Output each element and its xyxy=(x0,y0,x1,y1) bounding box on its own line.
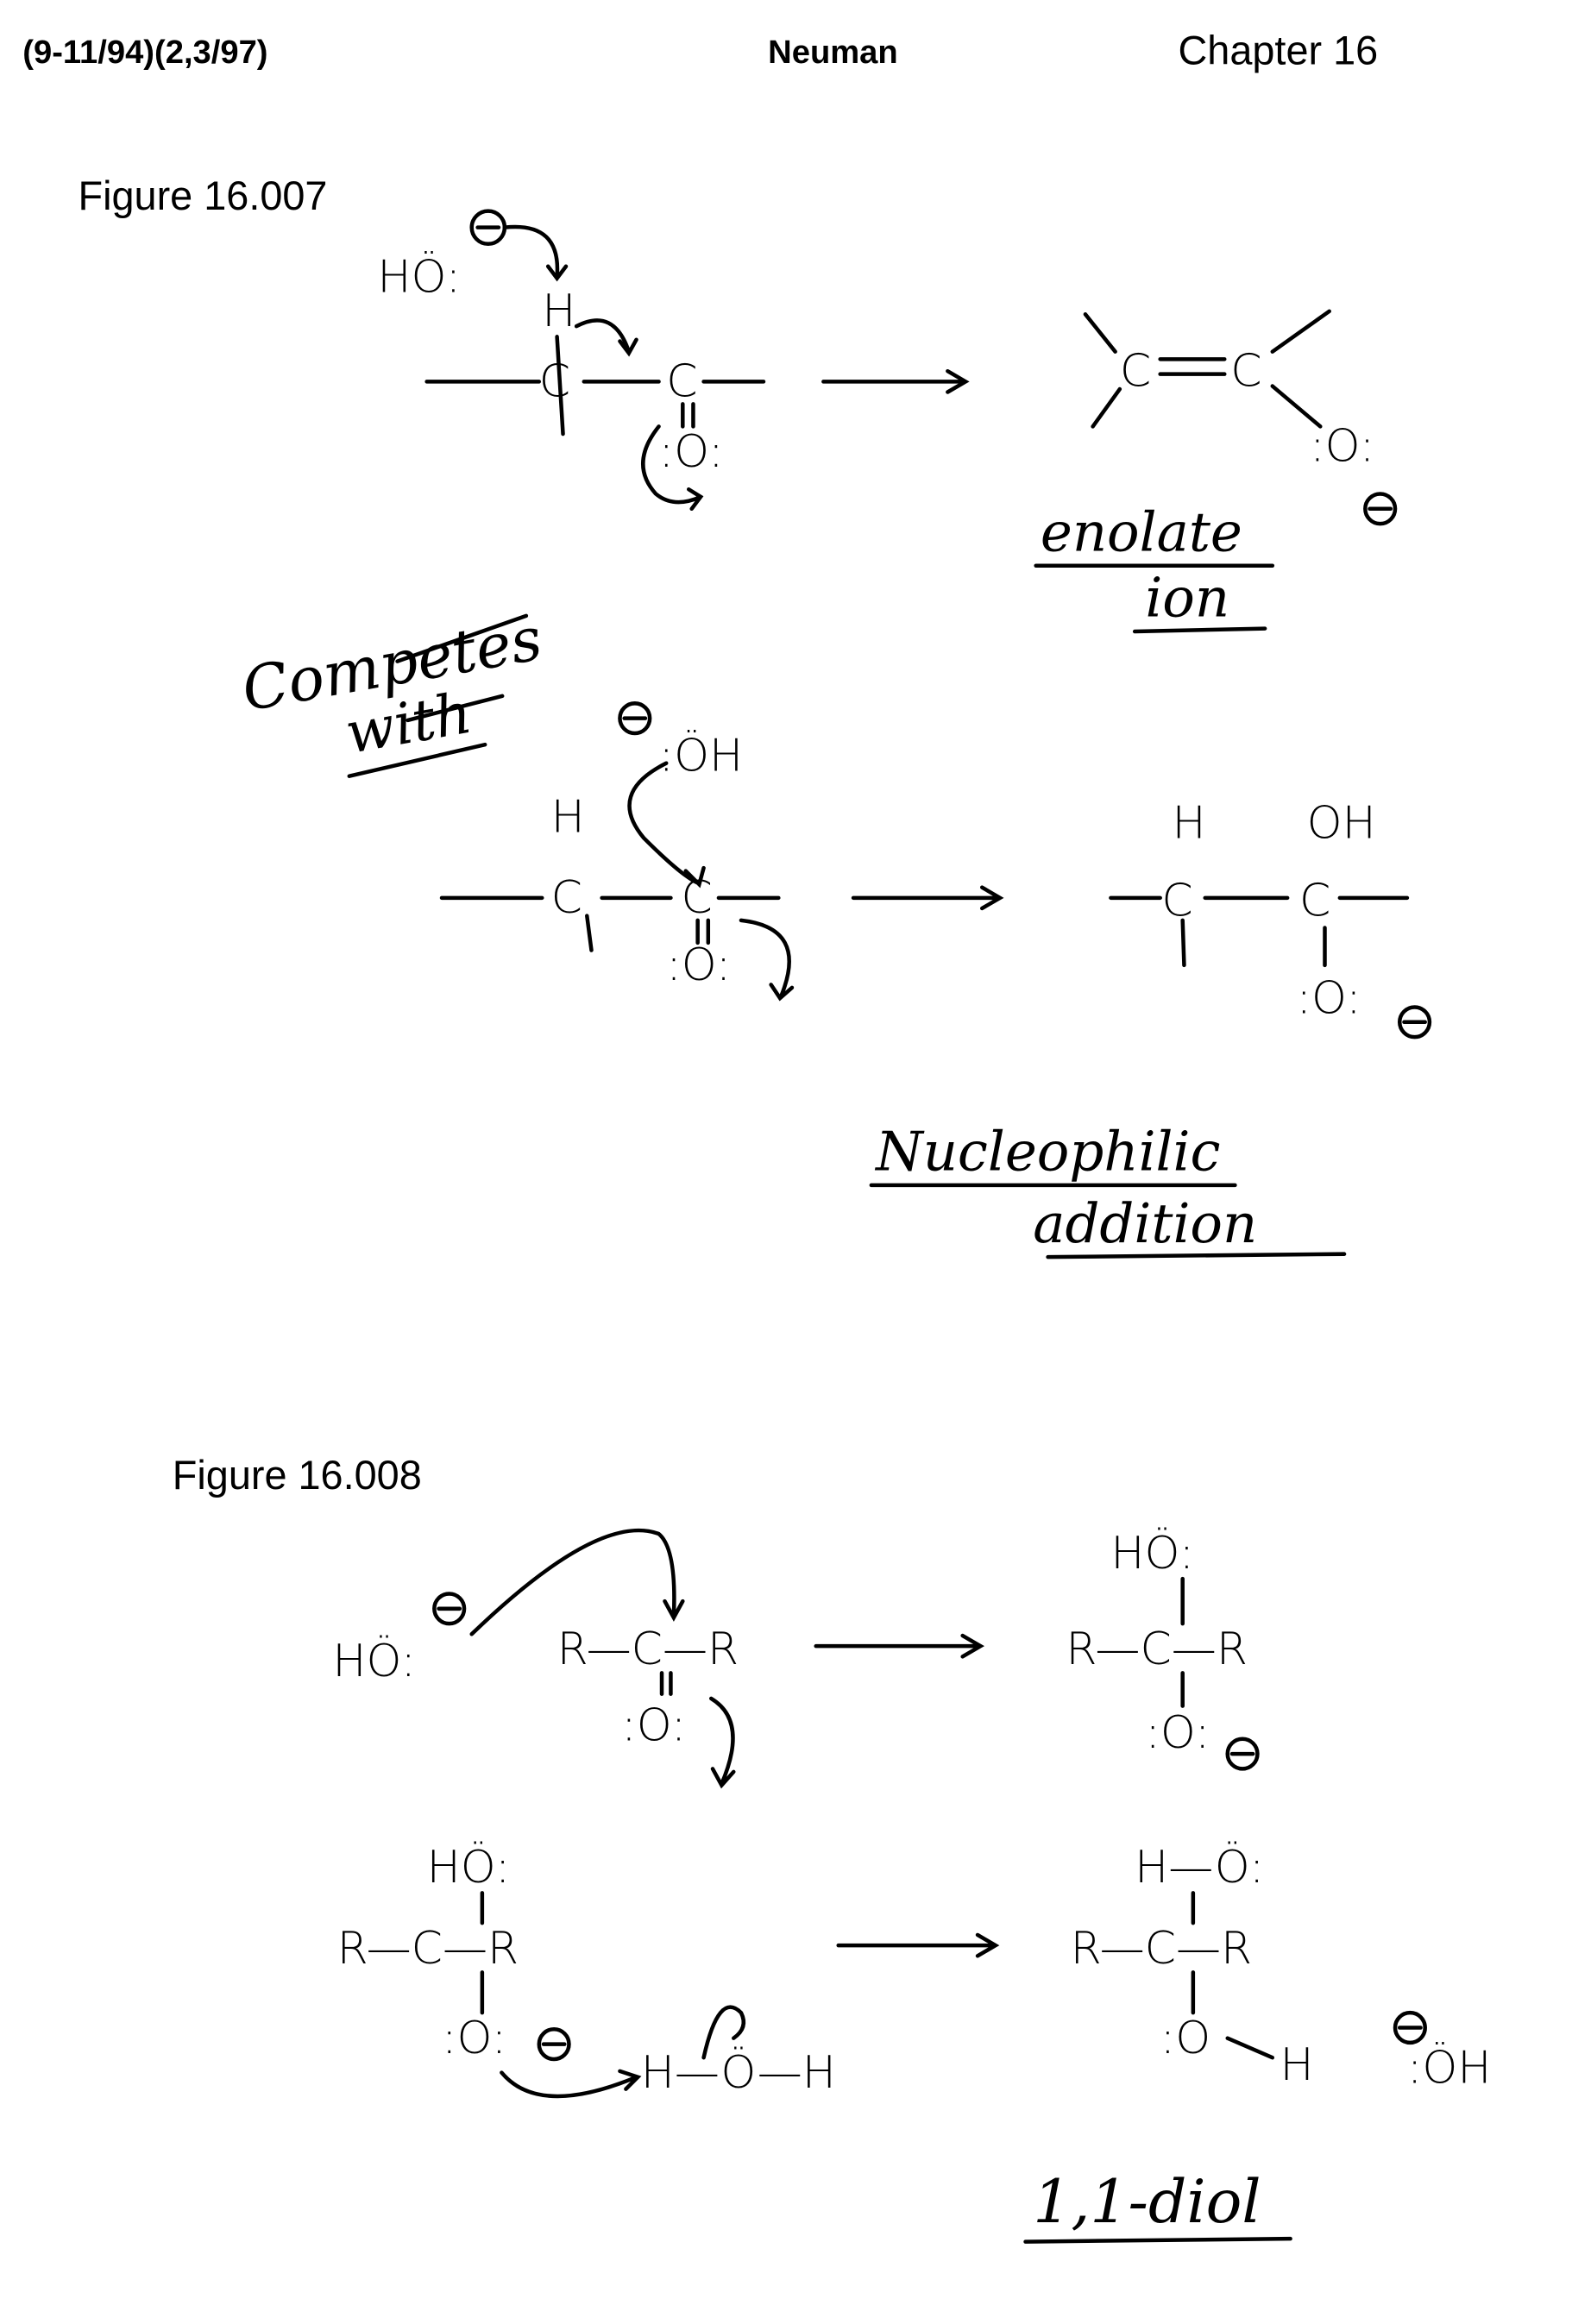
curved-arrow-icon xyxy=(502,224,569,282)
reaction-arrow-icon xyxy=(814,1633,984,1659)
hydroxide-ion: :ÖH xyxy=(1407,2042,1492,2095)
negative-charge-icon xyxy=(1363,492,1398,526)
hydrogen-atom: H xyxy=(1280,2039,1313,2091)
curved-arrow-icon xyxy=(500,2069,642,2099)
negative-charge-icon xyxy=(1397,1005,1432,1040)
curved-arrow-icon xyxy=(709,1696,736,1789)
water-molecule: H—Ö—H xyxy=(641,2046,836,2099)
alkoxide-oxygen: :O: xyxy=(1145,1707,1210,1759)
hydroxyl-oxygen: :O xyxy=(1160,2013,1210,2064)
curved-arrow-icon xyxy=(739,918,795,1002)
carbonyl-carbon: C xyxy=(666,356,697,408)
tetrahedral-carbon: C xyxy=(1299,876,1330,927)
enolate-ion-label: enolate ion xyxy=(1034,500,1275,634)
reaction-arrow-icon xyxy=(836,1932,1000,1958)
carbon-atom: C xyxy=(539,356,570,408)
alkene-carbon: C xyxy=(1120,346,1151,398)
carbonyl-carbon: C xyxy=(682,872,713,924)
svg-text:enolate: enolate xyxy=(1041,500,1242,563)
curved-arrow-icon xyxy=(701,2005,746,2060)
reaction-arrow-icon xyxy=(851,885,1004,911)
alkoxide-oxygen: :O: xyxy=(442,2013,506,2064)
header-dates: (9-11/94)(2,3/97) xyxy=(22,34,267,71)
gem-diol: R—C—R xyxy=(1071,1923,1253,1975)
svg-text:Nucleophilic: Nucleophilic xyxy=(874,1121,1220,1184)
hydrogen-atom: H xyxy=(542,286,575,337)
reaction-arrow-icon xyxy=(821,368,970,394)
enolate-oxygen: :O: xyxy=(1310,420,1374,472)
hydrogen-atom: H xyxy=(551,791,585,843)
figure-16-008-title: Figure 16.008 xyxy=(173,1453,422,1498)
nucleophilic-addition-label: Nucleophilic addition xyxy=(869,1121,1347,1259)
curved-arrow-icon xyxy=(469,1528,685,1636)
nucleophilic-addition-reaction: :ÖH H C C :O: H C C OH :O: xyxy=(439,701,1432,1040)
alkene-carbon: C xyxy=(1230,346,1261,398)
figure-16-007-title: Figure 16.007 xyxy=(78,173,327,218)
hydroxyl-group: OH xyxy=(1307,797,1376,849)
negative-charge-icon xyxy=(1225,1737,1260,1771)
header-chapter: Chapter 16 xyxy=(1178,28,1378,73)
curved-arrow-icon xyxy=(641,424,704,512)
curved-arrow-icon xyxy=(627,761,706,889)
negative-charge-icon xyxy=(432,1592,467,1626)
negative-charge-icon xyxy=(537,2027,571,2062)
hydroxide-base: HÖ: xyxy=(377,250,461,303)
ketone: R—C—R xyxy=(557,1624,739,1675)
tetrahedral-intermediate: R—C—R xyxy=(1066,1624,1248,1675)
negative-charge-icon xyxy=(618,701,652,736)
competes-with-label: Competes with xyxy=(237,605,547,778)
alpha-carbon: C xyxy=(551,872,582,924)
svg-text:1,1-diol: 1,1-diol xyxy=(1033,2168,1261,2237)
hydration-step-2: HÖ: R—C—R :O: H—Ö—H H—Ö: R—C—R :O H :ÖH xyxy=(337,1841,1492,2099)
curved-arrow-icon xyxy=(574,318,638,357)
header-author: Neuman xyxy=(768,34,898,71)
enolate-formation-reaction: HÖ: H C C :O: C C :O: xyxy=(377,209,1398,526)
hydration-step-1: HÖ: R—C—R :O: HÖ: R—C—R :O: xyxy=(332,1527,1260,1789)
hydroxide-nucleophile: :ÖH xyxy=(659,729,744,782)
carbonyl-oxygen: :O: xyxy=(621,1699,686,1751)
alkoxide-oxygen: :O: xyxy=(1297,972,1361,1024)
hydroxyl-group: HÖ: xyxy=(427,1841,511,1894)
hydroxyl-group: H—Ö: xyxy=(1135,1841,1264,1894)
diol-label: 1,1-diol xyxy=(1023,2168,1292,2244)
hydroxyl-group: HÖ: xyxy=(1110,1527,1194,1580)
hydrogen-atom: H xyxy=(1173,797,1206,849)
carbonyl-oxygen: :O: xyxy=(659,426,724,478)
svg-text:ion: ion xyxy=(1145,567,1229,630)
negative-charge-icon xyxy=(1393,2010,1427,2045)
hydroxide-nucleophile: HÖ: xyxy=(332,1635,416,1687)
tetrahedral-intermediate: R—C—R xyxy=(337,1923,519,1975)
carbonyl-oxygen: :O: xyxy=(666,939,731,991)
svg-text:addition: addition xyxy=(1033,1192,1257,1255)
carbon-atom: C xyxy=(1161,876,1192,927)
